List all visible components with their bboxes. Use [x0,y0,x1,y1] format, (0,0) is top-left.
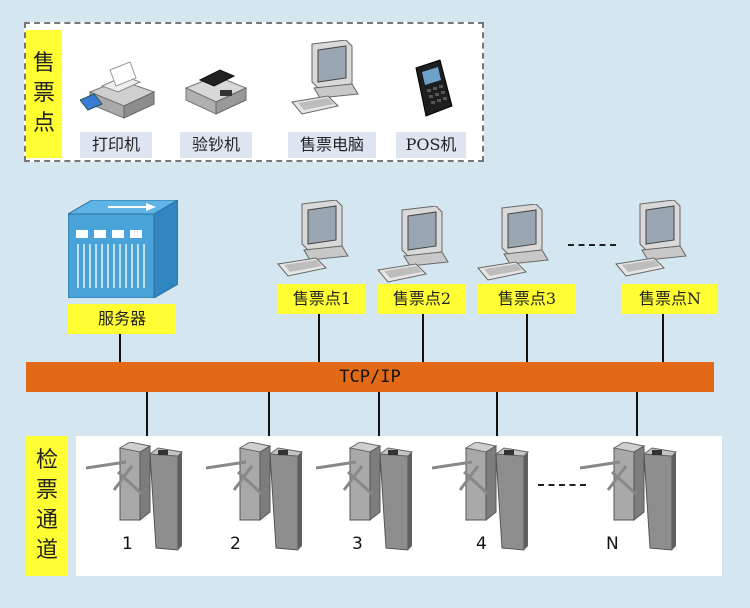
ticket-office-title-char-3: 点 [32,111,55,136]
server-icon [68,200,178,298]
gate-channel-title-char-2: 票 [35,478,58,503]
gate-3-number: 3 [352,534,363,554]
tcp-ip-bus: TCP/IP [26,362,714,392]
ticket-office-title: 售 票 点 [26,30,62,158]
printer-icon [80,52,160,122]
gate-channel-title-char-1: 检 [35,448,58,473]
terminal-1-computer-icon [274,200,360,282]
terminal-3-computer-icon [474,204,560,286]
gate-2-number: 2 [230,534,241,554]
turnstile-4-icon [432,442,532,552]
money-counter-label: 验钞机 [180,132,252,158]
server-connector-line [119,334,121,362]
pos-terminal-icon [404,58,460,120]
gate-n-connector-line [636,392,638,436]
gate-1-connector-line [146,392,148,436]
ticket-office-title-char-1: 售 [32,51,55,76]
terminal-1-label: 售票点1 [278,284,366,314]
gate-2-connector-line [268,392,270,436]
money-counter-icon [180,58,252,118]
computer-icon [288,40,368,120]
turnstile-2-icon [206,442,306,552]
turnstile-3-icon [316,442,416,552]
terminal-1-connector-line [318,314,320,362]
pos-terminal-label: POS机 [396,132,466,158]
gate-n-number: N [606,534,619,554]
terminal-n-computer-icon [612,200,698,282]
terminal-2-label: 售票点2 [378,284,466,314]
gate-channel-title-char-4: 道 [35,538,58,563]
turnstile-1-icon [86,442,186,552]
gate-channel-title-char-3: 通 [35,508,58,533]
gate-4-number: 4 [476,534,487,554]
terminal-2-computer-icon [374,206,460,288]
gate-ellipsis-dash [538,484,586,486]
terminal-3-connector-line [526,314,528,362]
gate-4-connector-line [496,392,498,436]
terminal-3-label: 售票点3 [478,284,576,314]
gate-1-number: 1 [122,534,133,554]
printer-label: 打印机 [80,132,152,158]
gate-channel-title: 检 票 通 道 [26,436,68,576]
terminal-n-connector-line [662,314,664,362]
terminal-n-label: 售票点N [622,284,718,314]
server-label: 服务器 [68,304,176,334]
ticket-office-title-char-2: 票 [32,81,55,106]
turnstile-n-icon [580,442,680,552]
computer-label: 售票电脑 [288,132,376,158]
gate-3-connector-line [378,392,380,436]
terminal-2-connector-line [422,314,424,362]
terminal-ellipsis-dash [568,244,616,246]
